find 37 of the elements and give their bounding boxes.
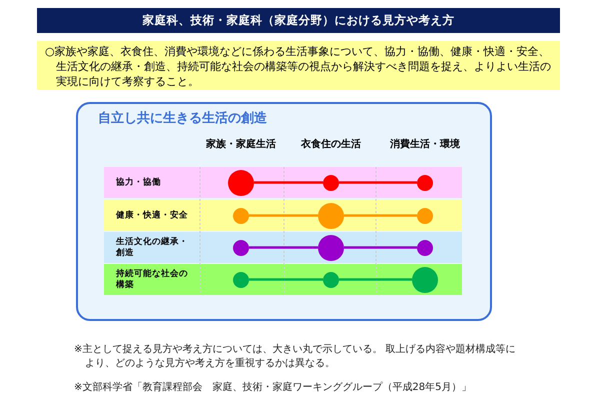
circle-marker [233, 272, 249, 288]
circle-marker [318, 202, 344, 228]
row-label: 生活文化の継承・創造 [116, 236, 189, 258]
row-label: 協力・協働 [116, 177, 162, 188]
circle-marker [233, 208, 249, 224]
circle-marker [318, 234, 344, 260]
panel-box [76, 102, 492, 321]
category-band [104, 264, 462, 295]
connector-line [249, 246, 318, 249]
connector-line [344, 214, 417, 217]
connector-line [344, 246, 417, 249]
connector-line [254, 181, 323, 184]
connector-line [249, 214, 318, 217]
connector-line [339, 181, 417, 184]
circle-marker [228, 170, 254, 196]
column-header: 家族・家庭生活 [205, 137, 277, 151]
column-header: 消費生活・環境 [389, 137, 461, 151]
connector-line [339, 278, 412, 281]
circle-marker [323, 174, 339, 190]
circle-marker [417, 240, 433, 256]
source-note: ※文部科学省「教育課程部会 家庭、技術・家庭ワーキンググループ（平成28年5月）」 [74, 381, 472, 395]
row-label: 健康・快適・安全 [116, 210, 189, 221]
note-text: ※主として捉える見方や考え方については、大きい丸で示している。 取上げる内容や題材構成等により、どのような見方や考え方を重視するかは異なる。 [74, 343, 517, 371]
column-header: 衣食住の生活 [300, 137, 362, 151]
circle-marker [233, 240, 249, 256]
connector-line [249, 278, 323, 281]
category-band [104, 167, 462, 198]
panel-heading: 自立し共に生きる生活の創造 [98, 110, 267, 127]
category-band [104, 232, 462, 263]
row-label: 持続可能な社会の構築 [116, 268, 189, 290]
text-box: ○家族や家庭、衣食住、消費や環境などに係わる生活事象について、協力・協働、健康・快適・安全、生活文化の継承・創造、持続可能な社会の構築等の視点から解決すべき問題を捉え、よりよい生活の実現に向けて考察すること。 [37, 41, 560, 90]
category-band [104, 200, 462, 231]
circle-marker [323, 272, 339, 288]
circle-marker [412, 266, 438, 292]
circle-marker [417, 174, 433, 190]
title-banner: 家庭科、技術・家庭科（家庭分野）における見方や考え方 [37, 8, 560, 33]
circle-marker [417, 208, 433, 224]
